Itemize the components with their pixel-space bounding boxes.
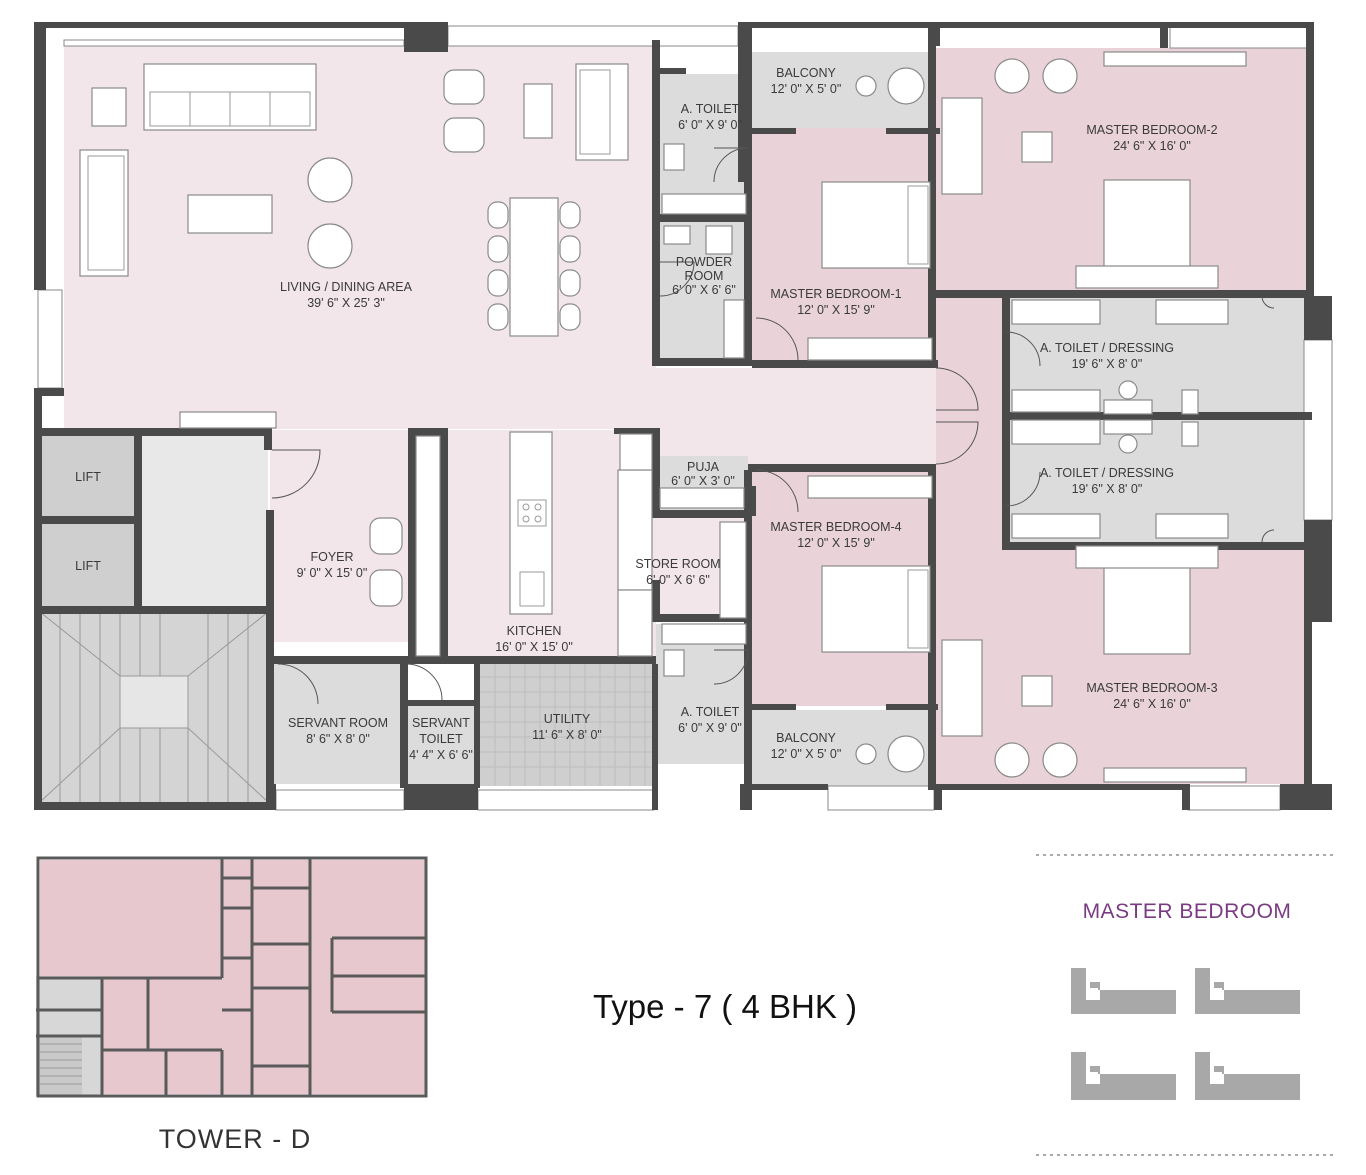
mbr2-left-fill	[936, 290, 1004, 548]
servant-toilet-name-1: SERVANT	[412, 716, 470, 730]
atoilet-top-size: 6' 0" X 9' 0"	[678, 118, 742, 132]
dressing-top-name: A. TOILET / DRESSING	[1040, 341, 1174, 355]
dressing-bottom-name: A. TOILET / DRESSING	[1040, 466, 1174, 480]
store-room-name: STORE ROOM	[635, 557, 720, 571]
lift-2-name: LIFT	[75, 559, 101, 573]
key-plan	[36, 856, 428, 1098]
atoilet-top-name: A. TOILET	[681, 102, 740, 116]
unit-type-title: Type - 7 ( 4 BHK )	[592, 988, 858, 1025]
servant-toilet-name-2: TOILET	[419, 732, 463, 746]
sofa-icon	[1071, 968, 1176, 1014]
servant-room-name: SERVANT ROOM	[288, 716, 388, 730]
room-labels: LIVING / DINING AREA 39' 6" X 25' 3" A. …	[75, 66, 1218, 762]
lift1-fill	[40, 434, 136, 518]
living-room-name: LIVING / DINING AREA	[280, 280, 413, 294]
foyer-name: FOYER	[310, 550, 353, 564]
powder-room-name-1: POWDER	[676, 255, 732, 269]
foyer-size: 9' 0" X 15' 0"	[297, 566, 368, 580]
lift-1-name: LIFT	[75, 470, 101, 484]
lobby-fill	[140, 434, 268, 610]
store-fill	[656, 522, 718, 618]
utility-fill	[480, 662, 652, 786]
doors	[271, 147, 1275, 705]
mbr2-name: MASTER BEDROOM-2	[1086, 123, 1217, 137]
living-furniture	[79, 63, 629, 607]
balcony-top-name: BALCONY	[776, 66, 836, 80]
mbr3-size: 24' 6" X 16' 0"	[1113, 697, 1191, 711]
mbr1-size: 12' 0" X 15' 9"	[797, 303, 875, 317]
mbr1-name: MASTER BEDROOM-1	[770, 287, 901, 301]
atoilet-bottom-fill	[656, 624, 748, 764]
atoilet-bottom-size: 6' 0" X 9' 0"	[678, 721, 742, 735]
mbr3-name: MASTER BEDROOM-3	[1086, 681, 1217, 695]
legend	[1036, 854, 1334, 1156]
atoilet-bottom-name: A. TOILET	[681, 705, 740, 719]
walls	[34, 22, 1332, 810]
powder-room-size: 6' 0" X 6' 6"	[672, 283, 736, 297]
sofa-icon	[1071, 1052, 1176, 1100]
puja-name: PUJA	[687, 460, 720, 474]
utility-grid	[480, 662, 652, 786]
store-room-size: 6' 0" X 6' 6"	[646, 573, 710, 587]
toilet-fixtures	[659, 143, 747, 677]
balcony-bottom-name: BALCONY	[776, 731, 836, 745]
utility-name: UTILITY	[544, 712, 591, 726]
tower-title: TOWER - D	[158, 1124, 312, 1154]
dressing-bottom-size: 19' 6" X 8' 0"	[1072, 482, 1143, 496]
balcony-bottom-size: 12' 0" X 5' 0"	[771, 747, 842, 761]
living-east-fill	[656, 368, 936, 464]
kitchen-name: KITCHEN	[507, 624, 562, 638]
bedroom-furniture	[807, 51, 1247, 783]
servant-toilet-size: 4' 4" X 6' 6"	[409, 748, 473, 762]
lift2-fill	[40, 524, 136, 608]
windows	[37, 25, 1333, 811]
powder-room-name-2: ROOM	[685, 269, 724, 283]
mbr4-name: MASTER BEDROOM-4	[770, 520, 901, 534]
living-room-size: 39' 6" X 25' 3"	[307, 296, 385, 310]
sofa-icon	[1195, 1052, 1300, 1100]
mbr2-size: 24' 6" X 16' 0"	[1113, 139, 1191, 153]
kitchen-size: 16' 0" X 15' 0"	[495, 640, 573, 654]
balcony-top-size: 12' 0" X 5' 0"	[771, 82, 842, 96]
servant-room-size: 8' 6" X 8' 0"	[306, 732, 370, 746]
utility-size: 11' 6" X 8' 0"	[532, 728, 602, 742]
puja-size: 6' 0" X 3' 0"	[671, 474, 735, 488]
legend-title: MASTER BEDROOM	[1082, 900, 1292, 923]
mbr4-size: 12' 0" X 15' 9"	[797, 536, 875, 550]
staircase	[39, 611, 269, 803]
sofa-icon	[1195, 968, 1300, 1014]
kitchen-counters	[415, 431, 747, 657]
servant-room-fill	[270, 664, 404, 784]
dressing-top-size: 19' 6" X 8' 0"	[1072, 357, 1143, 371]
